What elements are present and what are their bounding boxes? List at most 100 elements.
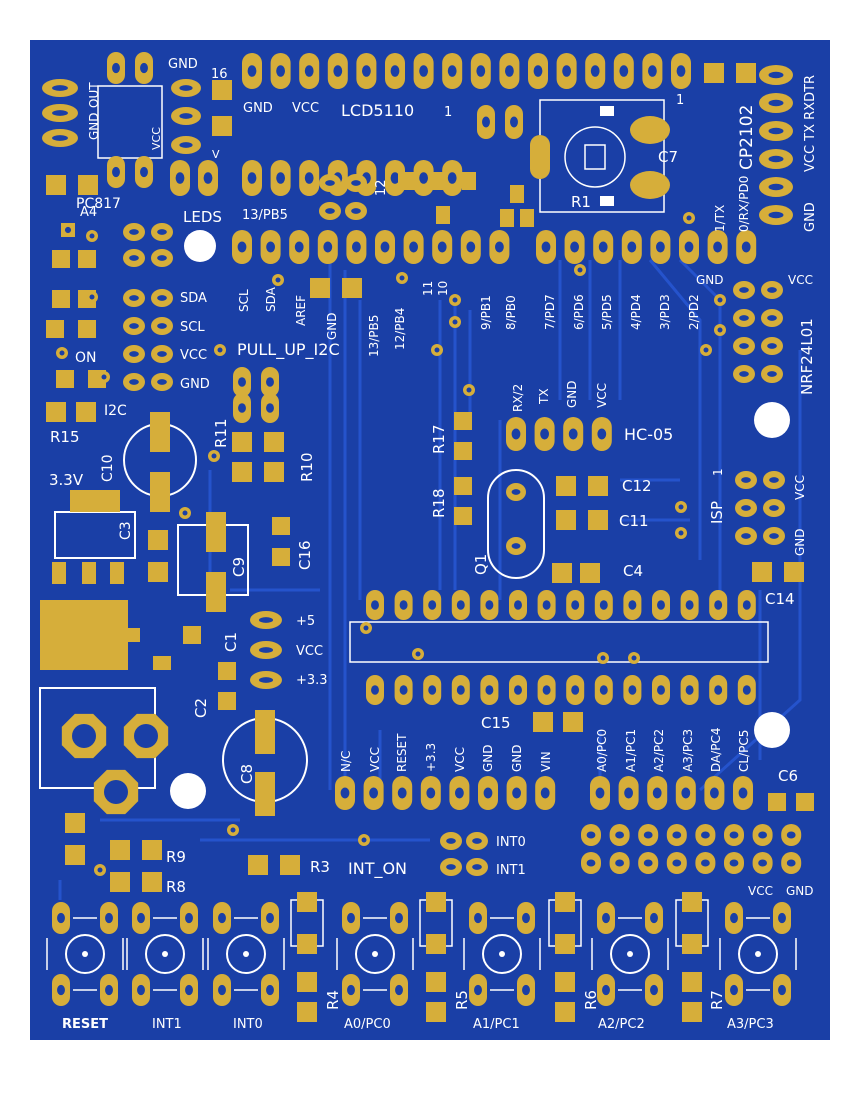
- lcd5110-header-pin: [613, 53, 634, 89]
- smd-pad: [128, 628, 140, 642]
- silk-label-int0: INT0: [496, 835, 526, 850]
- arduino-header-pin: [593, 230, 614, 264]
- silk-label-c1: C1: [222, 632, 240, 652]
- lcd5110-header-pin: [671, 53, 691, 89]
- header-pin: [390, 902, 408, 934]
- silk-label-c9: C9: [230, 557, 248, 577]
- pot-marker: [600, 106, 614, 116]
- gpio-header-pin: [695, 852, 716, 874]
- silk-label-r10: R10: [298, 452, 316, 482]
- silk-label-q1: Q1: [472, 554, 490, 575]
- silk-label-btn_reset: RESET: [62, 1017, 108, 1032]
- header-pin: [597, 902, 615, 934]
- via: [56, 347, 68, 359]
- smd-pad: [556, 510, 576, 530]
- gpio-header-pin: [724, 852, 744, 874]
- pot-marker: [600, 196, 614, 206]
- silk-label-btn_a0: A0/PC0: [344, 1017, 391, 1032]
- header-pin: [233, 367, 251, 397]
- smd-pad: [796, 793, 814, 811]
- arduino-header-pin: [707, 230, 728, 264]
- header-pin: [735, 499, 757, 517]
- push-button: [126, 917, 204, 991]
- via: [700, 344, 712, 356]
- header-pin: [123, 223, 145, 241]
- smd-pad: [552, 563, 572, 583]
- smd-pad: [736, 63, 756, 83]
- silk-label-a4: A4: [80, 205, 97, 220]
- lcd5110-header-pin: [642, 53, 663, 89]
- cp2102-header-pin: [759, 121, 793, 141]
- silk-label-c15: C15: [481, 714, 511, 732]
- silk-label-pb1: 9/PB1: [479, 295, 493, 330]
- silk-label-sda: SDA: [180, 291, 207, 306]
- silk-label-cp2102: CP2102: [737, 105, 757, 170]
- header-pin: [123, 249, 145, 267]
- header-pin: [123, 373, 145, 391]
- header-pin: [735, 527, 757, 545]
- atmega-pin: [423, 675, 442, 705]
- silk-label-lcd_vcc: VCC: [292, 101, 319, 116]
- header-pin: [100, 902, 118, 934]
- gpio-header-pin: [581, 852, 601, 874]
- smd-pad: [248, 855, 268, 875]
- mounting-hole: [170, 773, 206, 809]
- silk-label-nrf: NRF24L01: [798, 318, 816, 395]
- crystal-outline: [487, 469, 545, 579]
- smd-pad: [65, 845, 85, 865]
- header-pin: [261, 974, 279, 1006]
- smd-pad: [500, 209, 514, 227]
- mounting-hole: [754, 402, 790, 438]
- smd-pad: [272, 548, 290, 566]
- silk-label-v33: 3.3V: [49, 471, 84, 489]
- header-pin: [597, 974, 615, 1006]
- atmega-pin: [366, 590, 384, 620]
- arduino-header-pin: [736, 230, 757, 264]
- header-pin: [123, 345, 145, 363]
- silk-label-c16: C16: [296, 540, 314, 570]
- silk-label-p33: +3.3: [296, 673, 328, 688]
- header-pin: [151, 223, 173, 241]
- atmega-pin: [652, 590, 670, 620]
- smd-pad: [280, 855, 300, 875]
- gpio-header-pin: [609, 852, 630, 874]
- via: [628, 652, 640, 664]
- gpio-header-pin: [609, 824, 630, 846]
- header-pin: [469, 974, 487, 1006]
- power-jack-hole: [72, 724, 96, 748]
- header-pin: [763, 471, 785, 489]
- silk-label-gnd_b1: GND: [481, 744, 495, 772]
- smd-pad: [297, 934, 317, 954]
- smd-pad: [255, 710, 275, 754]
- header-pin: [725, 974, 743, 1006]
- silk-label-isp1: 1: [711, 468, 725, 476]
- header-pin: [517, 974, 535, 1006]
- smd-pad: [272, 517, 290, 535]
- header-pin: [345, 202, 367, 220]
- lcd5110-header-pin: [585, 53, 606, 89]
- header-pin: [342, 974, 360, 1006]
- power-header-pin: [335, 776, 355, 810]
- header-pin: [319, 174, 341, 192]
- header-pin: [466, 858, 488, 876]
- silk-label-pd7: 7/PD7: [543, 294, 557, 330]
- cp2102-header-pin: [759, 205, 793, 225]
- header-pin: [477, 105, 495, 139]
- header-pin: [761, 337, 783, 355]
- silk-label-isp: ISP: [708, 501, 726, 524]
- atmega-pin: [394, 675, 413, 705]
- silk-label-gnd_hdr: GND: [696, 273, 724, 287]
- silk-label-pb0: 8/PB0: [504, 295, 518, 330]
- silk-label-a4pc4: DA/PC4: [709, 727, 723, 772]
- smd-pad: [588, 476, 608, 496]
- silk-label-r17: R17: [430, 424, 448, 454]
- header-pin: [466, 832, 488, 850]
- smd-pad: [704, 63, 724, 83]
- silk-label-btn_int1: INT1: [152, 1017, 182, 1032]
- lcd5110-header-pin: [442, 53, 463, 89]
- silk-label-scl_v: SCL: [237, 289, 251, 312]
- header-pin: [261, 393, 279, 423]
- header-pin: [42, 79, 78, 97]
- silk-label-sda_v: SDA: [264, 286, 278, 312]
- header-pin: [180, 902, 198, 934]
